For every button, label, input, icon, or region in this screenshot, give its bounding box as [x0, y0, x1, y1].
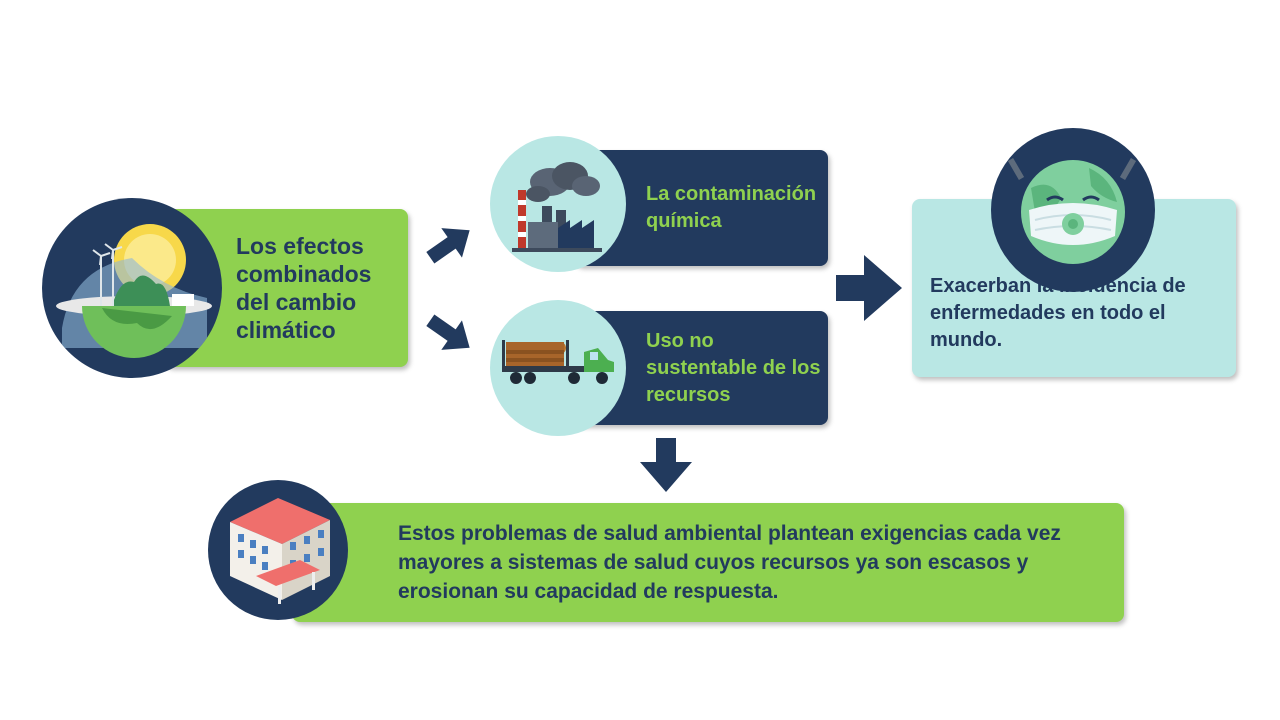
arrow-to-effect — [836, 255, 902, 321]
earth-climate-icon — [42, 198, 222, 378]
arrow-to-chemical — [426, 228, 470, 264]
resource-use-text: Uso no sustentable de los recursos — [646, 329, 821, 406]
chemical-pollution-text: La contaminación química — [646, 183, 817, 232]
health-systems-box: Estos problemas de salud ambiental plant… — [292, 503, 1124, 622]
health-systems-text: Estos problemas de salud ambiental plant… — [398, 522, 1061, 603]
causes-text: Los efectos combinados del cambio climát… — [236, 233, 372, 343]
logging-truck-icon — [490, 300, 626, 436]
arrow-to-resources — [426, 314, 470, 350]
hospital-building-icon — [208, 480, 348, 620]
factory-pollution-icon — [490, 136, 626, 272]
arrow-to-bottom — [640, 438, 692, 492]
sick-globe-mask-icon — [991, 128, 1155, 292]
